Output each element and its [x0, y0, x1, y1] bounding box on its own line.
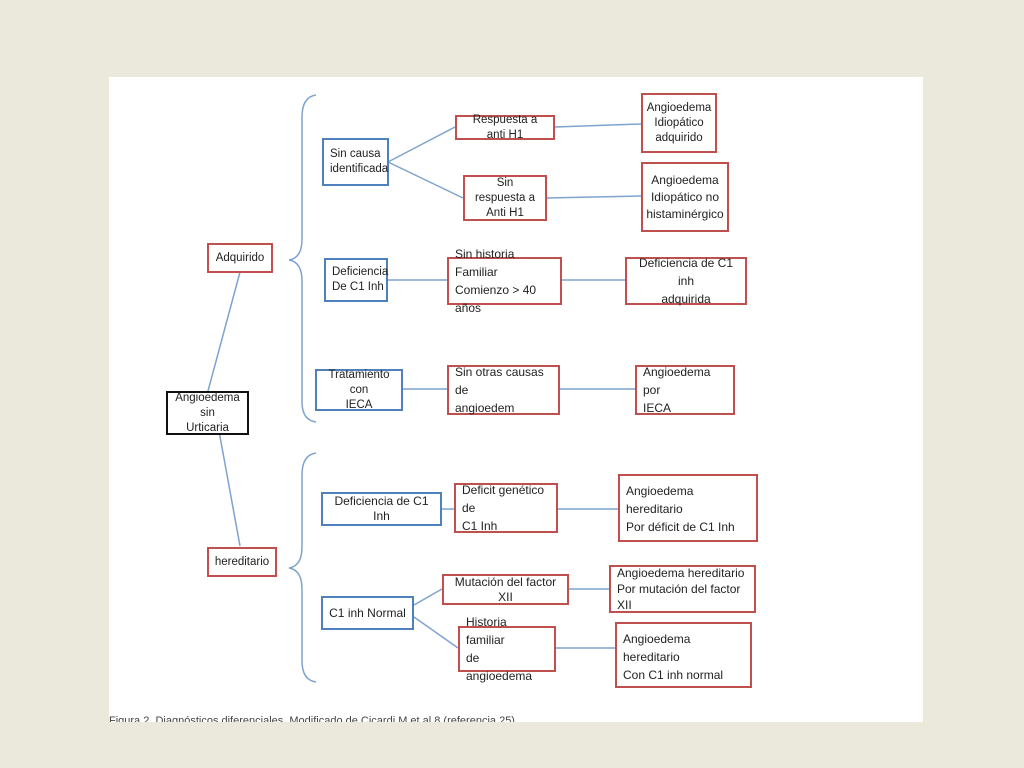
node-deficit-c1-result-label: Angioedema hereditario Por déficit de C1…: [626, 484, 735, 534]
node-sin-resp-anti-h1: Sin respuesta a Anti H1: [463, 175, 547, 221]
line-c1n-historia: [413, 616, 459, 649]
line-sincausa-resp: [387, 126, 456, 163]
node-deficiencia-c1-adquirida-result: Deficiencia de C1 inh adquirida: [625, 256, 747, 306]
line-sinresp-result: [545, 195, 642, 199]
node-sin-resp-anti-h1-result: Angioedema Idiopático no histaminérgico: [641, 162, 729, 232]
node-angioedema-ieca-result: Angioedema por IECA: [635, 365, 735, 415]
node-sin-causa: Sin causa identificada: [322, 138, 389, 186]
node-sin-otras-causas-label: Sin otras causas de angioedem: [455, 365, 544, 415]
node-adquirido: Adquirido: [207, 243, 273, 273]
node-hereditario: hereditario: [207, 547, 277, 577]
connector-layer: [207, 94, 642, 683]
node-resp-anti-h1: Respuesta a anti H1: [455, 113, 555, 141]
node-deficit-genetico: Deficit genético de C1 Inh: [454, 483, 558, 533]
node-deficit-genetico-label: Deficit genético de C1 Inh: [462, 483, 545, 533]
brace-hereditario: [288, 452, 317, 683]
node-c1-inh-normal-label: C1 inh Normal: [329, 605, 406, 620]
node-sin-resp-anti-h1-label: Sin respuesta a Anti H1: [474, 176, 536, 219]
node-adquirido-label: Adquirido: [215, 251, 265, 264]
node-root-label: Angioedema sin Urticaria: [175, 391, 240, 434]
node-resp-anti-h1-result: Angioedema Idiopático adquirido: [641, 93, 717, 153]
node-sin-historia-familiar-label: Sin historia Familiar Comienzo > 40 años: [455, 247, 537, 315]
node-c1-normal-result: Angioedema hereditario Con C1 inh normal: [615, 622, 752, 688]
node-sin-resp-anti-h1-result-label: Angioedema Idiopático no histaminérgico: [646, 172, 724, 221]
node-deficiencia-c1-adquirida: Deficiencia De C1 Inh: [324, 258, 388, 302]
node-deficiencia-c1-hereditaria-label: Deficiencia de C1 Inh: [334, 494, 429, 523]
node-resp-anti-h1-result-label: Angioedema Idiopático adquirido: [646, 101, 712, 144]
node-tratamiento-ieca-label: Tratamiento con IECA: [328, 368, 390, 411]
node-historia-familiar-label: Historia familiar de angioedema: [466, 615, 533, 683]
node-resp-anti-h1-label: Respuesta a anti H1: [472, 113, 538, 141]
node-c1-normal-result-label: Angioedema hereditario Con C1 inh normal: [623, 632, 724, 682]
node-sin-causa-label: Sin causa identificada: [330, 148, 389, 175]
node-mutacion-factor-xii-result: Angioedema hereditario Por mutación del …: [609, 565, 756, 613]
line-root-hereditario: [218, 430, 241, 547]
node-sin-otras-causas: Sin otras causas de angioedem: [447, 365, 560, 415]
node-root: Angioedema sin Urticaria: [166, 391, 249, 435]
node-mutacion-factor-xii-label: Mutación del factor XII: [454, 574, 557, 604]
node-deficit-c1-result: Angioedema hereditario Por déficit de C1…: [618, 474, 758, 542]
brace-adquirido: [288, 94, 317, 423]
node-deficiencia-c1-adquirida-label: Deficiencia De C1 Inh: [332, 266, 389, 293]
figure-caption: Figura 2. Diagnósticos diferenciales. Mo…: [109, 715, 515, 722]
node-deficiencia-c1-adquirida-result-label: Deficiencia de C1 inh adquirida: [638, 256, 734, 306]
line-resp-result: [554, 123, 642, 128]
node-deficiencia-c1-hereditaria: Deficiencia de C1 Inh: [321, 492, 442, 526]
node-mutacion-factor-xii-result-label: Angioedema hereditario Por mutación del …: [617, 566, 745, 612]
slide-canvas: Angioedema sin Urticaria Adquirido Sin c…: [109, 77, 923, 722]
line-c1n-factor: [413, 588, 443, 606]
node-mutacion-factor-xii: Mutación del factor XII: [442, 574, 569, 605]
node-historia-familiar: Historia familiar de angioedema: [458, 615, 556, 683]
node-c1-inh-normal: C1 inh Normal: [321, 596, 414, 630]
line-root-adquirido: [207, 271, 241, 392]
node-hereditario-label: hereditario: [214, 555, 270, 568]
node-sin-historia-familiar: Sin historia Familiar Comienzo > 40 años: [447, 247, 562, 315]
line-sincausa-sinresp: [387, 161, 464, 199]
node-tratamiento-ieca: Tratamiento con IECA: [315, 369, 403, 411]
node-angioedema-ieca-result-label: Angioedema por IECA: [643, 365, 711, 415]
